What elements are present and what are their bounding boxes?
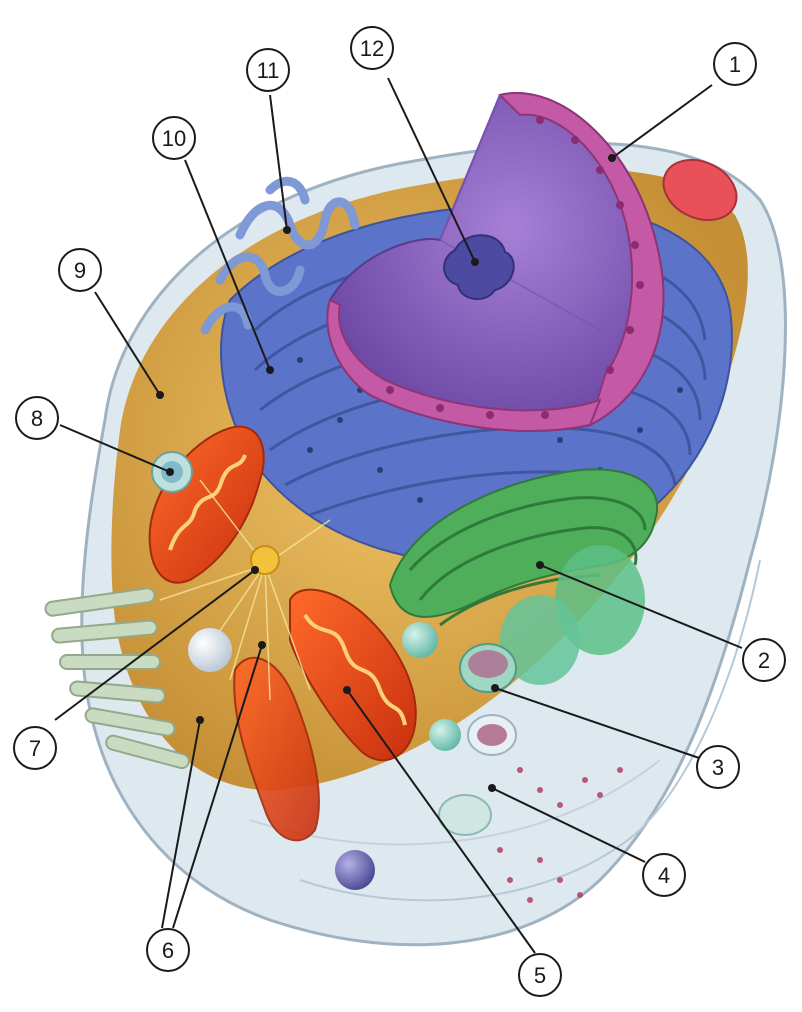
callout-6-label: 6 bbox=[162, 938, 174, 963]
callout-10: 10 bbox=[153, 117, 195, 159]
callout-5: 5 bbox=[519, 954, 561, 996]
callout-3: 3 bbox=[697, 746, 739, 788]
callout-4-label: 4 bbox=[658, 863, 670, 888]
callout-12: 12 bbox=[351, 27, 393, 69]
lysosome bbox=[460, 644, 516, 692]
callout-11: 11 bbox=[247, 49, 289, 91]
callout-2: 2 bbox=[743, 639, 785, 681]
callout-4: 4 bbox=[643, 854, 685, 896]
callout-7: 7 bbox=[14, 727, 56, 769]
callout-7-label: 7 bbox=[29, 736, 41, 761]
callout-10-label: 10 bbox=[162, 126, 186, 151]
callout-1: 1 bbox=[714, 43, 756, 85]
callout-6: 6 bbox=[147, 929, 189, 971]
callout-8-label: 8 bbox=[31, 406, 43, 431]
callout-12-label: 12 bbox=[360, 36, 384, 61]
callout-5-label: 5 bbox=[534, 963, 546, 988]
callout-9-label: 9 bbox=[74, 258, 86, 283]
callout-8: 8 bbox=[16, 397, 58, 439]
callout-2-label: 2 bbox=[758, 648, 770, 673]
callout-3-label: 3 bbox=[712, 755, 724, 780]
callout-1-label: 1 bbox=[729, 52, 741, 77]
callout-11-label: 11 bbox=[257, 58, 280, 83]
callout-9: 9 bbox=[59, 249, 101, 291]
